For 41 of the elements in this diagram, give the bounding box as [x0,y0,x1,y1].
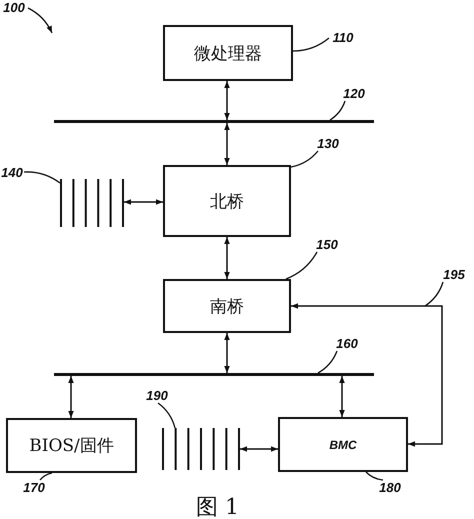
connector-arrow [224,333,230,373]
block-box: BMC [278,417,408,472]
connector-arrow [224,123,230,165]
callout-number: 190 [143,388,171,403]
leader-line [318,350,338,374]
leader-line [158,402,176,428]
leader-line [424,282,444,307]
connector-arrow [339,376,345,417]
bus-line [54,373,374,376]
connector-arrow [124,199,163,205]
bus-line [54,120,374,123]
block-box: BIOS/固件 [6,418,137,473]
connector-arrow [240,446,278,452]
callout-number: 170 [20,480,48,495]
connector-arrow [68,376,74,418]
leader-line [290,150,318,168]
connector-arrow [224,81,230,120]
callout-number: 150 [313,237,341,252]
block-box: 北桥 [163,165,291,237]
callout-number: 130 [314,136,342,151]
leader-line [330,100,346,121]
leader-line [40,472,52,480]
callout-number: 110 [329,30,357,45]
connector-arrow [224,237,230,279]
block-box: 南桥 [163,279,291,333]
leader-line [366,472,384,481]
callout-number: 100 [0,0,28,15]
leader-arrow [28,7,53,34]
callout-number: 195 [440,267,468,282]
leader-line [292,37,330,52]
block-box: 微处理器 [163,25,293,81]
figure-caption: 图 1 [196,494,239,519]
callout-number: 160 [333,336,361,351]
memory-drawing [162,428,240,470]
leader-line [286,252,318,280]
connector-arrow [291,303,443,447]
callout-number: 140 [0,165,24,180]
memory-drawing [60,179,124,227]
callout-number: 120 [340,86,368,101]
leader-line [24,171,60,184]
callout-number: 180 [376,480,404,495]
